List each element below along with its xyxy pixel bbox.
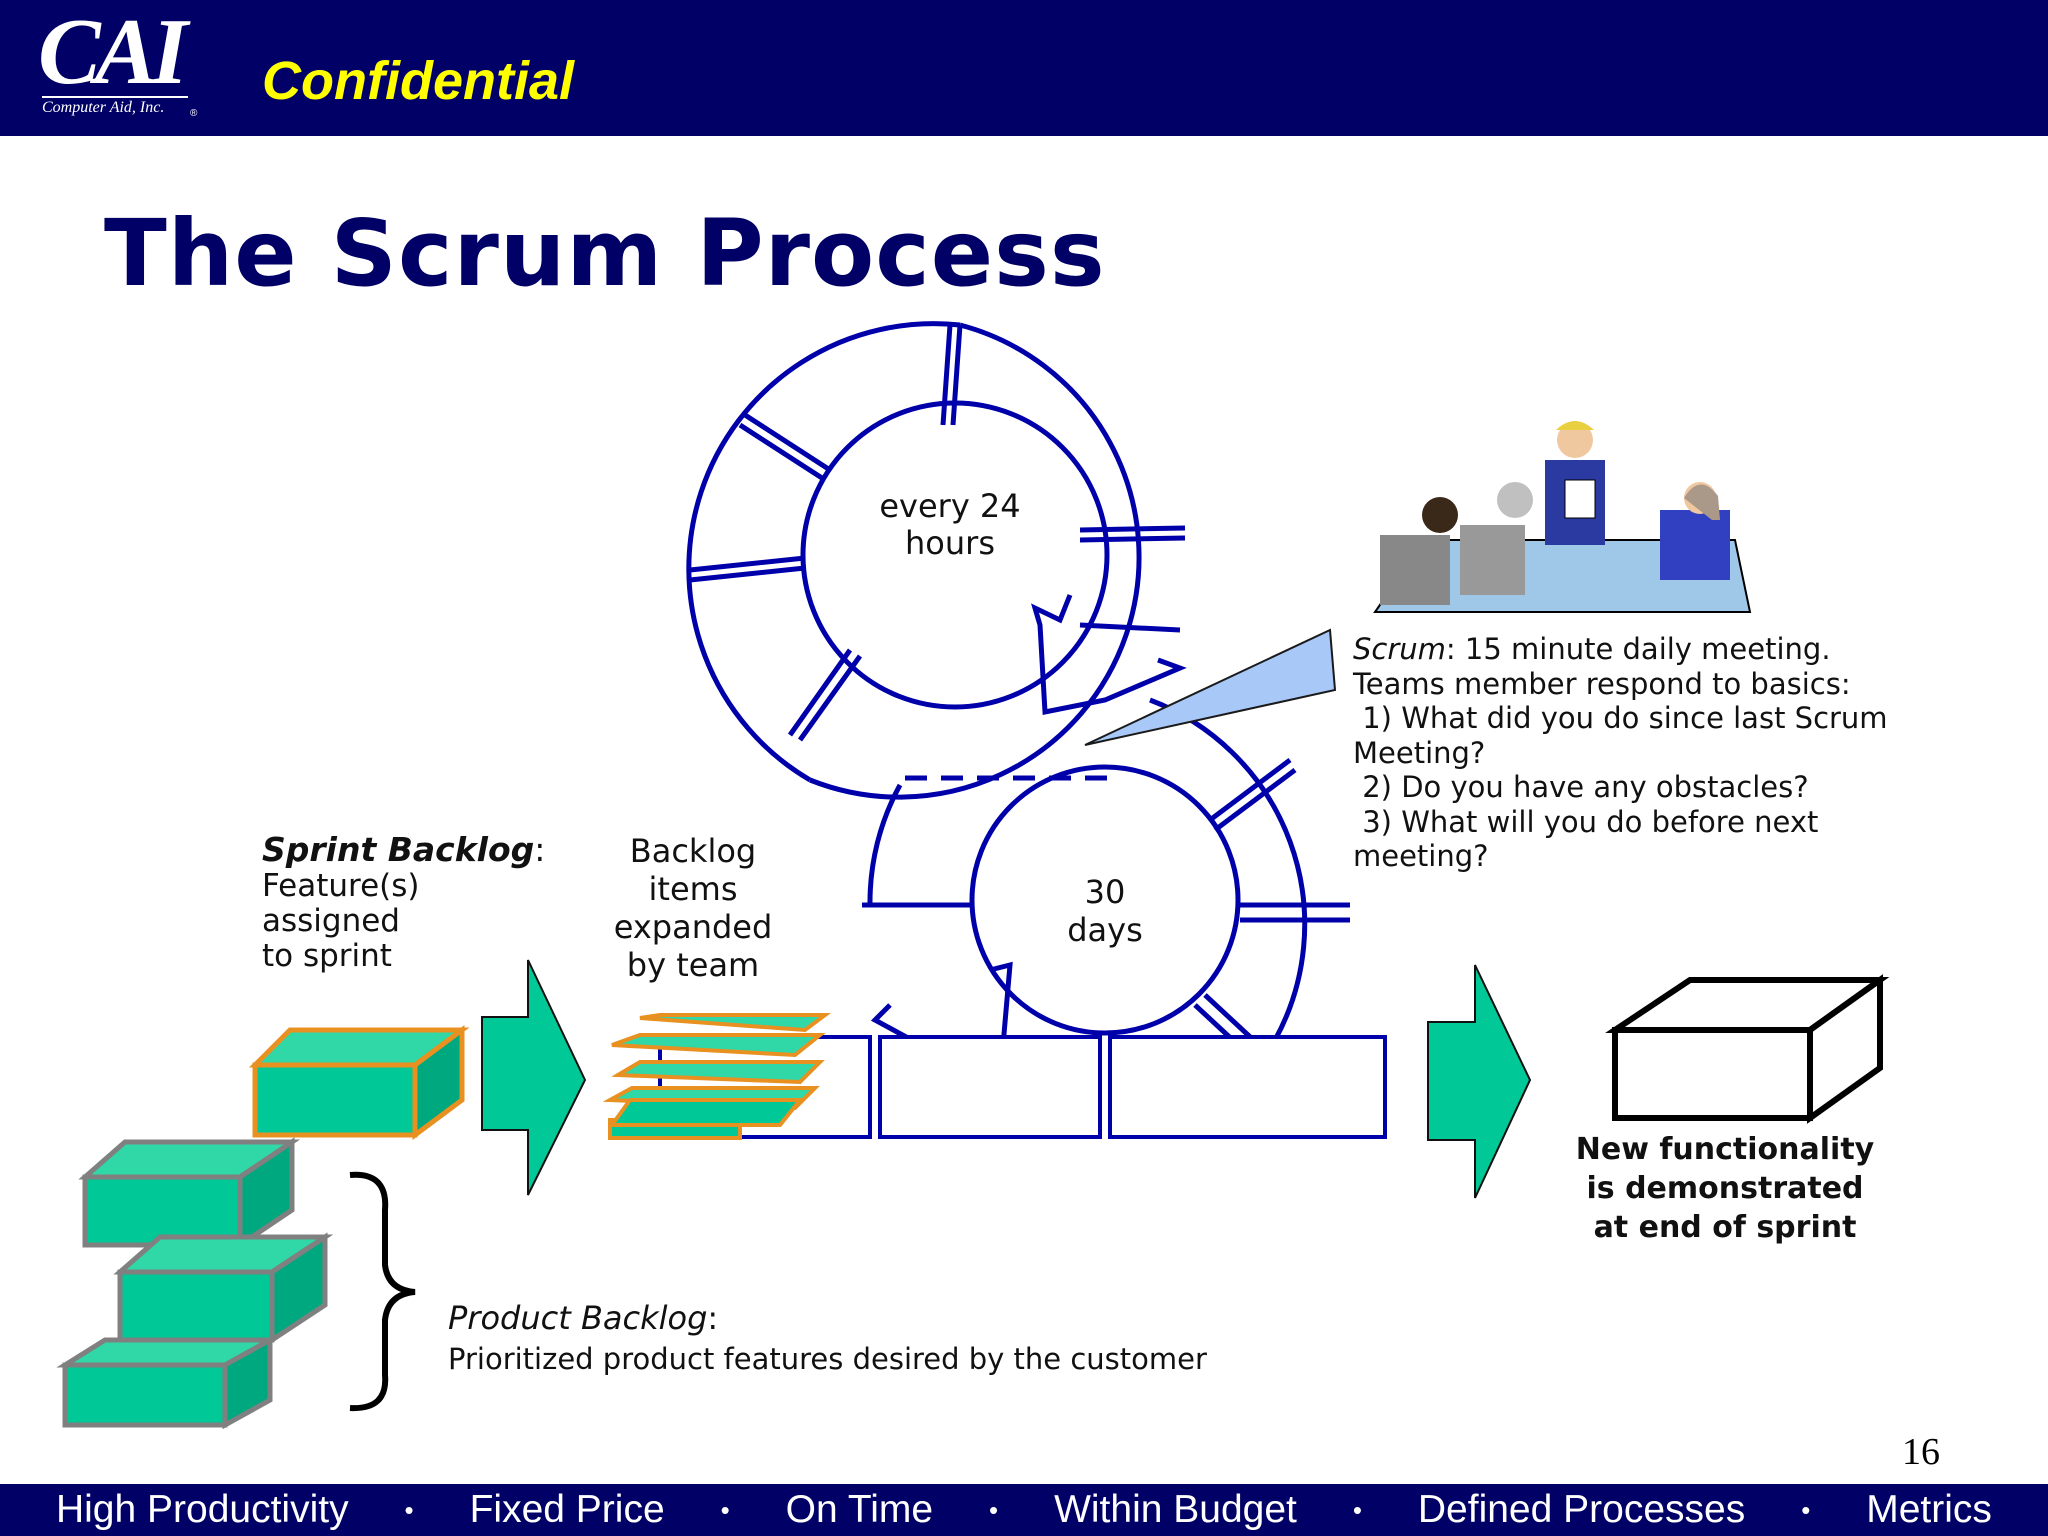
footer-separator: • [989,1494,999,1525]
product-backlog-label: Product Backlog: Prioritized product fea… [448,1299,1207,1376]
footer-separator: • [1801,1494,1811,1525]
footer-item-within-budget: Within Budget [1054,1488,1297,1531]
footer-item-defined-processes: Defined Processes [1417,1488,1746,1531]
footer-item-high-productivity: High Productivity [55,1488,349,1531]
arrow-to-backlog-items [481,959,587,1196]
product-backlog-brace [349,1171,416,1412]
footer-separator: • [1352,1494,1362,1525]
backlog-items-label: Backlog items expanded by team [613,832,773,984]
confidential-label: Confidential [262,51,574,111]
footer-separator: • [404,1494,414,1525]
sprint-backlog-box [248,1025,470,1140]
daily-cycle-label: every 24 hours [879,487,1021,562]
new-functionality-label: New functionality is demonstrated at end… [1575,1132,1875,1245]
footer-item-metrics: Metrics [1866,1488,1992,1531]
scrum-callout-pointer [1084,628,1337,746]
footer-item-fixed-price: Fixed Price [469,1488,665,1531]
page-number: 16 [1902,1431,1940,1473]
footer-item-on-time: On Time [785,1488,934,1531]
product-backlog-blocks [56,1137,334,1430]
logo-subtext: Computer Aid, Inc. [42,96,188,117]
scrum-term: Scrum [1353,632,1446,666]
scrum-meeting-description: Scrum: 15 minute daily meeting. Teams me… [1353,632,1888,873]
arrow-to-new-functionality [1427,964,1532,1199]
new-functionality-box [1605,974,1890,1124]
footer-bar: High Productivity • Fixed Price • On Tim… [0,1484,2048,1536]
footer-separator: • [720,1494,730,1525]
sprint-backlog-label: Sprint Backlog: Feature(s) assigned to s… [262,830,546,974]
cai-logo: CAI [38,0,188,104]
daily-cycle-ring [686,321,1187,800]
sprint-cycle-label: 30 days [1067,873,1143,949]
logo-registered-mark: ® [190,108,198,119]
slide-title: The Scrum Process [104,200,1106,307]
meeting-illustration [1373,421,1752,613]
backlog-items-stack [602,1013,831,1140]
header-bar: CAI Computer Aid, Inc. ® Confidential [0,0,2048,136]
